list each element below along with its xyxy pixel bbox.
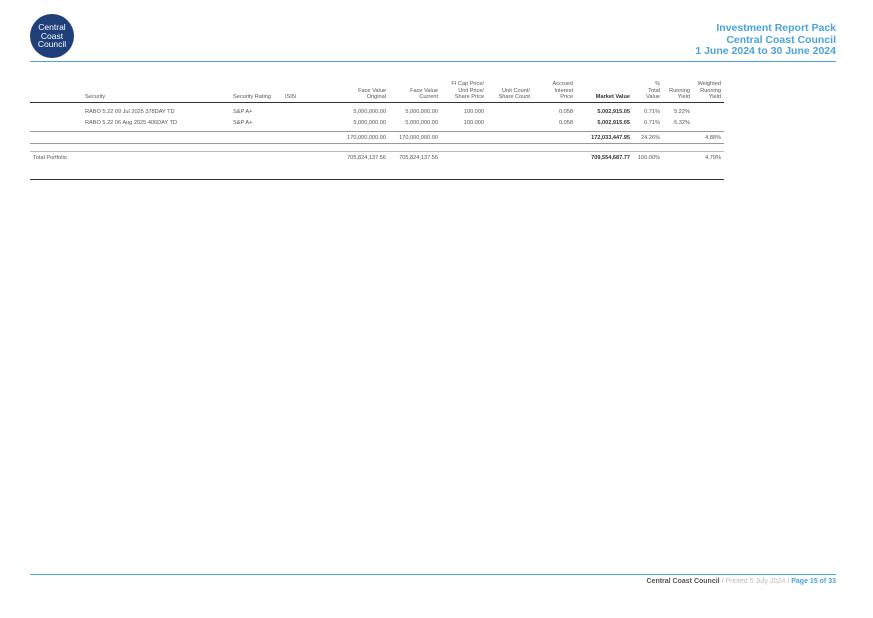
col-header-unit-count: Unit Count/Share Count (487, 78, 533, 103)
cell-face-value-original: 5,000,000.00 (353, 119, 386, 126)
cell-market-value: 5,002,915.05 (597, 108, 630, 115)
report-org: Central Coast Council (726, 33, 836, 46)
cell-unit-count (487, 117, 533, 128)
cell-pct-total: 0.71% (644, 108, 660, 115)
col-header-market-value: Market Value (576, 78, 633, 103)
footer-org: Central Coast Council (646, 578, 720, 585)
cell-security: RABO 5.22 09 Jul 2025 378DAY TD (85, 108, 175, 115)
footer-page-number: Page 15 of 33 (791, 578, 836, 585)
col-header-rating: Security Rating (230, 78, 282, 103)
footer-separator-2: / (785, 578, 792, 585)
cell-isin (282, 106, 334, 117)
table-row: RABO 5.22 06 Aug 2025 406DAY TD S&P A+ 5… (30, 117, 724, 128)
col-header-security: Security (82, 78, 230, 103)
total-pct-total: 100.00% (633, 151, 663, 164)
col-header-isin: ISIN (282, 78, 334, 103)
holdings-table: Security Security Rating ISIN Face Value… (30, 78, 724, 180)
total-portfolio-row: Total Portfolio 705,824,137.56 705,824,1… (30, 151, 724, 164)
cell-pct-total: 0.71% (644, 119, 660, 126)
cell-price: 100.000 (463, 119, 484, 126)
subtotal-weighted-yield: 4.88% (693, 131, 724, 144)
logo-line-1: Central (38, 22, 66, 33)
cell-price: 100.000 (463, 108, 484, 115)
logo-line-3: Council (37, 39, 67, 50)
subtotal-pct-total: 24.26% (633, 131, 663, 144)
total-market-value: 709,554,687.77 (576, 151, 633, 164)
cell-security: RABO 5.22 06 Aug 2025 406DAY TD (85, 119, 178, 126)
subtotal-face-value-original: 170,000,000.00 (334, 131, 389, 144)
total-portfolio-label: Total Portfolio (30, 151, 230, 164)
col-header-price: FI Cap Price/Unit Price/Share Price (441, 78, 487, 103)
cell-accrued-interest: 0.058 (559, 119, 573, 126)
cell-running-yield: 5.32% (674, 119, 690, 126)
cell-unit-count (487, 106, 533, 117)
cell-weighted-yield (693, 117, 724, 128)
report-title: Investment Report Pack (716, 22, 836, 34)
logo-line-2: Coast (40, 30, 64, 41)
cell-market-value: 5,002,915.05 (597, 119, 630, 126)
footer-divider (30, 574, 836, 575)
footer-separator: / (719, 578, 726, 585)
footer-printed-date: Printed 5 July 2024 (725, 578, 786, 585)
holdings-table-container: Security Security Rating ISIN Face Value… (30, 78, 724, 180)
total-weighted-yield: 4.79% (693, 151, 724, 164)
cell-running-yield: 5.22% (674, 108, 690, 115)
cell-face-value-current: 5,000,000.00 (405, 108, 438, 115)
table-row: RABO 5.22 09 Jul 2025 378DAY TD S&P A+ 5… (30, 106, 724, 117)
council-logo: Central Coast Council (30, 14, 74, 58)
col-header-blank (30, 78, 82, 103)
table-header-row: Security Security Rating ISIN Face Value… (30, 78, 724, 103)
cell-rating: S&P A+ (233, 108, 253, 115)
report-period: 1 June 2024 to 30 June 2024 (695, 45, 836, 57)
page-footer: Central Coast Council / Printed 5 July 2… (647, 578, 837, 585)
total-face-value-current: 705,824,137.56 (389, 151, 441, 164)
total-face-value-original: 705,824,137.56 (334, 151, 389, 164)
cell-isin (282, 117, 334, 128)
cell-face-value-original: 5,000,000.00 (353, 108, 386, 115)
cell-face-value-current: 5,000,000.00 (405, 119, 438, 126)
cell-rating: S&P A+ (233, 119, 253, 126)
cell-accrued-interest: 0.058 (559, 108, 573, 115)
header-divider (30, 61, 836, 62)
subtotal-row: 170,000,000.00 170,000,000.00 172,033,44… (30, 131, 724, 144)
report-header: Investment Report Pack Central Coast Cou… (695, 22, 836, 58)
subtotal-face-value-current: 170,000,000.00 (389, 131, 441, 144)
subtotal-market-value: 172,033,447.95 (576, 131, 633, 144)
cell-weighted-yield (693, 106, 724, 117)
